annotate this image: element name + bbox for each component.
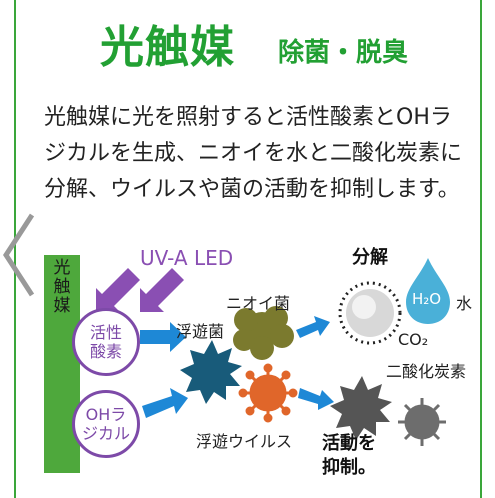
odor-bacteria-icon (233, 306, 294, 360)
decompose-label: 分解 (352, 247, 388, 268)
photocatalyst-label: 光触媒 (53, 258, 71, 316)
description-line: 分解、ウイルスや菌の活動を抑制します。 (44, 177, 460, 202)
content-frame (14, 0, 482, 498)
description: 光触媒に光を照射すると活性酸素とOHラ ジカルを生成、ニオイを水と二酸化炭素に … (44, 100, 464, 208)
uv-led-label: UV-A LED (140, 246, 234, 270)
page-title: 光触媒 (100, 22, 235, 73)
chevron-left-icon[interactable] (0, 210, 40, 300)
oh-radical-circle: OHラジカル (72, 390, 140, 458)
suppressed-virus-icon (398, 398, 446, 446)
description-line: ジカルを生成、ニオイを水と二酸化炭素に (44, 141, 463, 166)
oh-radical-label: OHラジカル (81, 405, 130, 443)
decomposed-sphere-icon (338, 281, 402, 345)
floating-virus-label: 浮遊ウイルス (196, 432, 293, 451)
active-oxygen-circle: 活性酸素 (72, 308, 140, 376)
floating-bacteria-icon (180, 340, 242, 404)
uv-arrow (140, 268, 184, 312)
title-row: 光触媒 除菌・脱臭 (100, 18, 440, 78)
page-subtitle: 除菌・脱臭 (278, 38, 409, 68)
h2o-label: H₂O (412, 290, 442, 308)
active-oxygen-label: 活性酸素 (89, 323, 122, 361)
water-label: 水 (456, 294, 473, 313)
floating-virus-icon (238, 363, 298, 423)
uv-arrow (96, 268, 140, 312)
floating-bacteria-label: 浮遊菌 (176, 322, 225, 341)
suppress-label: 活動を抑制。 (322, 433, 376, 478)
odor-bacteria-label: ニオイ菌 (226, 294, 291, 313)
suppressed-bacteria-icon (330, 376, 392, 440)
description-line: 光触媒に光を照射すると活性酸素とOHラ (44, 105, 452, 130)
arrow-right-icon (140, 316, 334, 418)
co2-formula-label: CO₂ (398, 330, 429, 349)
water-drop-icon (406, 258, 450, 324)
co2-label: 二酸化炭素 (386, 362, 467, 381)
